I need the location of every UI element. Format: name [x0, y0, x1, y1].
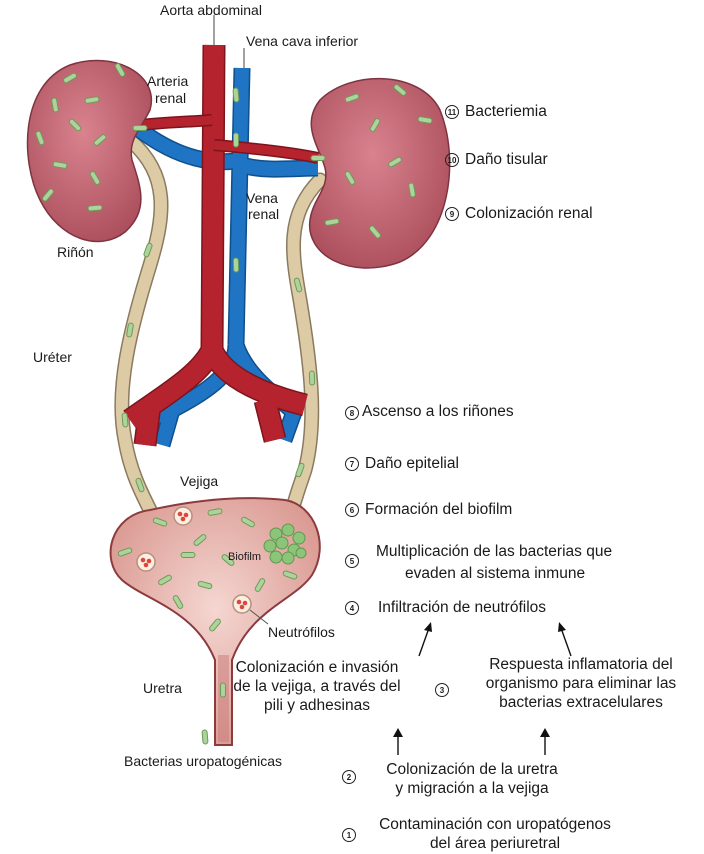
- step-3: 3: [435, 683, 449, 697]
- label-vena-renal-1: Vena: [246, 190, 278, 206]
- step-2-line2: y migración a la vejiga: [362, 779, 582, 798]
- arrow-up-icon: [537, 727, 553, 757]
- step-text: Formación del biofilm: [365, 500, 512, 519]
- step-1-line2: del área periuretral: [360, 834, 630, 853]
- step-number: 7: [345, 457, 359, 471]
- step-number: 8: [345, 406, 359, 420]
- step-2-text: Colonización de la uretra y migración a …: [362, 760, 582, 798]
- step-number: 2: [342, 770, 356, 784]
- label-neutrofilos: Neutrófilos: [268, 624, 335, 640]
- label-rinon: Riñón: [57, 244, 94, 260]
- step-number: 11: [445, 105, 459, 119]
- step-3-right-line3: bacterias extracelulares: [462, 693, 700, 712]
- step-number: 6: [345, 503, 359, 517]
- step-3-right-text: Respuesta inflamatoria del organismo par…: [462, 655, 700, 712]
- arrow-up-icon: [555, 620, 575, 658]
- step-5-text-line2: evaden al sistema inmune: [405, 564, 585, 583]
- label-vejiga: Vejiga: [180, 473, 218, 489]
- step-2: 2: [342, 770, 356, 784]
- step-number: 3: [435, 683, 449, 697]
- step-number: 5: [345, 554, 359, 568]
- step-4: 4 Infiltración de neutrófilos: [345, 601, 546, 617]
- step-number: 1: [342, 828, 356, 842]
- label-ureter: Uréter: [33, 349, 72, 365]
- step-text: Ascenso a los riñones: [362, 402, 514, 421]
- label-arteria-renal-2: renal: [155, 90, 186, 106]
- arrow-up-icon: [415, 620, 435, 658]
- step-1: 1: [342, 828, 356, 842]
- arrow-up-icon: [390, 727, 406, 757]
- step-number: 10: [445, 153, 459, 167]
- step-text: Daño tisular: [465, 150, 548, 169]
- step-text: Infiltración de neutrófilos: [378, 598, 546, 617]
- step-3-right-line1: Respuesta inflamatoria del: [462, 655, 700, 674]
- step-11: 11 Bacteriemia: [445, 105, 547, 121]
- label-uretra: Uretra: [143, 680, 182, 696]
- step-3-left-text: Colonización e invasión de la vejiga, a …: [212, 658, 422, 715]
- label-bacterias: Bacterias uropatogénicas: [124, 753, 282, 769]
- step-number: 4: [345, 601, 359, 615]
- step-5-text-line1: Multiplicación de las bacterias que: [376, 542, 612, 561]
- step-3-right-line2: organismo para eliminar las: [462, 674, 700, 693]
- label-aorta: Aorta abdominal: [160, 2, 262, 18]
- step-7: 7 Daño epitelial: [345, 457, 459, 473]
- step-9: 9 Colonización renal: [445, 207, 593, 223]
- step-text: Colonización renal: [465, 204, 593, 223]
- step-text: Bacteriemia: [465, 102, 547, 121]
- step-1-text: Contaminación con uropatógenos del área …: [360, 815, 630, 853]
- label-vena-cava: Vena cava inferior: [246, 33, 358, 49]
- step-3-left-line1: Colonización e invasión: [212, 658, 422, 677]
- step-number: 9: [445, 207, 459, 221]
- step-text: Daño epitelial: [365, 454, 459, 473]
- step-3-left-line2: de la vejiga, a través del: [212, 677, 422, 696]
- step-2-line1: Colonización de la uretra: [362, 760, 582, 779]
- label-vena-renal-2: renal: [248, 206, 279, 222]
- step-6: 6 Formación del biofilm: [345, 503, 512, 519]
- kidney-right: [310, 79, 450, 268]
- step-3-left-line3: pili y adhesinas: [212, 696, 422, 715]
- step-1-line1: Contaminación con uropatógenos: [360, 815, 630, 834]
- step-10: 10 Daño tisular: [445, 153, 548, 169]
- label-biofilm: Biofilm: [228, 549, 261, 565]
- label-arteria-renal-1: Arteria: [147, 73, 188, 89]
- step-8: 8 Ascenso a los riñones: [345, 406, 514, 421]
- step-5: 5: [345, 554, 359, 568]
